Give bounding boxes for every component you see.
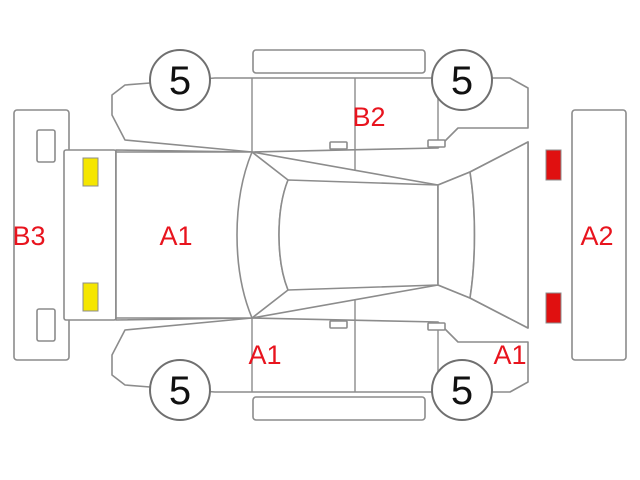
zone-label-lower-rear-quarter: A1 xyxy=(493,340,526,370)
marker-rear-lower xyxy=(545,292,562,324)
wheel-rear-left: 5 xyxy=(431,49,493,111)
wheel-front-right-value: 5 xyxy=(169,369,191,413)
top-view-body xyxy=(63,141,529,329)
zone-label-hood: A1 xyxy=(159,221,192,251)
rear-bumper xyxy=(571,109,627,361)
wheel-rear-right: 5 xyxy=(431,359,493,421)
zone-label-front-bumper: B3 xyxy=(12,221,45,251)
wheel-rear-right-value: 5 xyxy=(451,369,473,413)
lower-side-skirt xyxy=(252,396,426,421)
wheel-front-left: 5 xyxy=(149,49,211,111)
zone-label-upper-doors: B2 xyxy=(352,102,385,132)
marker-front-upper xyxy=(82,157,99,187)
marker-front-lower xyxy=(82,282,99,312)
zone-label-lower-front-door: A1 xyxy=(248,340,281,370)
wheel-rear-left-value: 5 xyxy=(451,59,473,103)
zone-label-rear-bumper: A2 xyxy=(580,221,613,251)
wheel-front-left-value: 5 xyxy=(169,59,191,103)
upper-side-skirt xyxy=(252,49,426,74)
wheel-front-right: 5 xyxy=(149,359,211,421)
marker-rear-upper xyxy=(545,149,562,181)
